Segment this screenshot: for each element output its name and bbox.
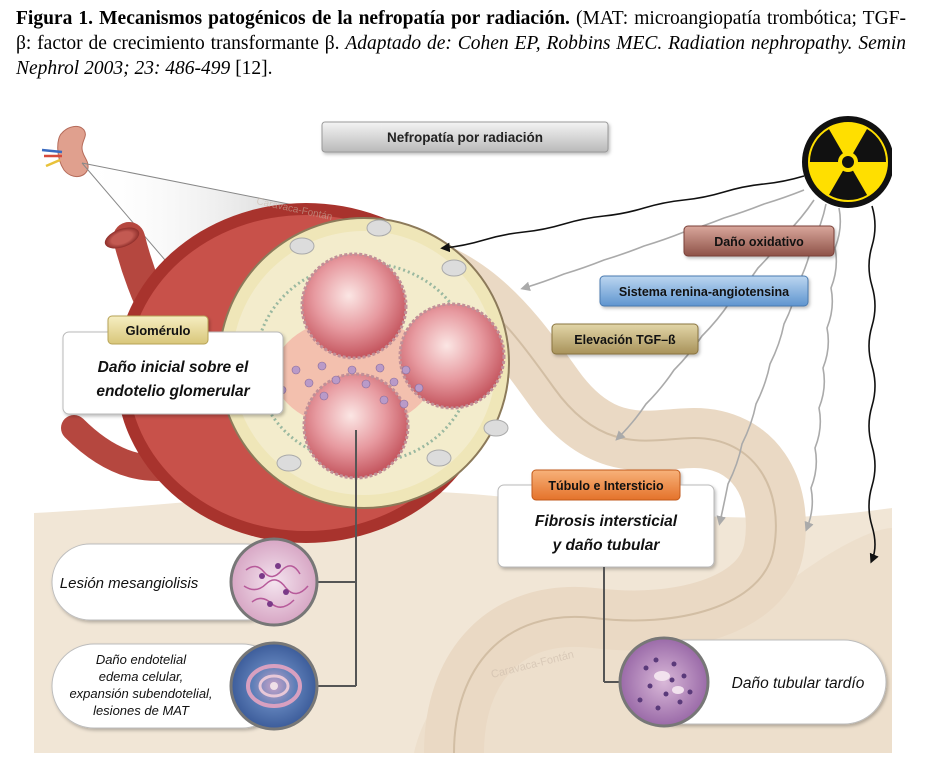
oxidative-damage-box [683,225,835,257]
endothelial-line4: lesiones de MAT [93,703,190,718]
radiation-icon [802,116,892,208]
figure-title-box [321,121,609,153]
tubule-text-line2: y daño tubular [552,537,661,554]
endothelial-line3: expansión subendotelial, [69,686,212,701]
tubule-tag [531,469,681,501]
figure-caption: Figura 1. Mecanismos patogénicos de la n… [16,6,906,81]
caption-text: (MAT: microangiopatía trombótica; TGF-β:… [16,8,906,54]
oxidative-damage-label: Daño oxidativo [714,235,804,249]
endothelial-line1: Daño endotelial [96,652,187,667]
radiation-nephropathy-diagram: Nefropatía por radiación Daño oxidativo … [34,108,892,753]
tubule-path-edge [333,256,777,753]
glomerulus-text-line1: Daño inicial sobre el [98,359,249,376]
endothelial-histology-image [229,641,319,731]
late-tubular-label: Daño tubular tardío [732,675,865,692]
tubular-histology-image [618,636,710,728]
glomerulus-text-line2: endotelio glomerular [96,383,250,400]
figure-title: Nefropatía por radiación [387,130,543,145]
endothelial-line2: edema celular, [99,669,184,684]
raas-box [599,275,809,307]
kidney-icon [41,125,89,177]
caption-ref: [12]. [230,58,273,79]
raas-label: Sistema renina-angiotensina [619,285,790,299]
mesangiolysis-histology-image [229,537,319,627]
mesangiolysis-label: Lesión mesangiolisis [60,575,199,592]
tubule-text-line1: Fibrosis intersticial [535,513,678,530]
glomerulus-tag-label: Glomérulo [125,323,190,338]
tgf-label: Elevación TGF–ß [574,333,676,347]
glomerulus-illustration [116,203,510,543]
tgf-box [551,323,699,355]
caption-citation: Adaptado de: Cohen EP, Robbins MEC. Radi… [16,33,907,79]
tubule-tag-label: Túbulo e Intersticio [548,479,664,493]
glomerulus-tag [107,315,209,345]
caption-title: Figura 1. Mecanismos patogénicos de la n… [16,8,570,29]
